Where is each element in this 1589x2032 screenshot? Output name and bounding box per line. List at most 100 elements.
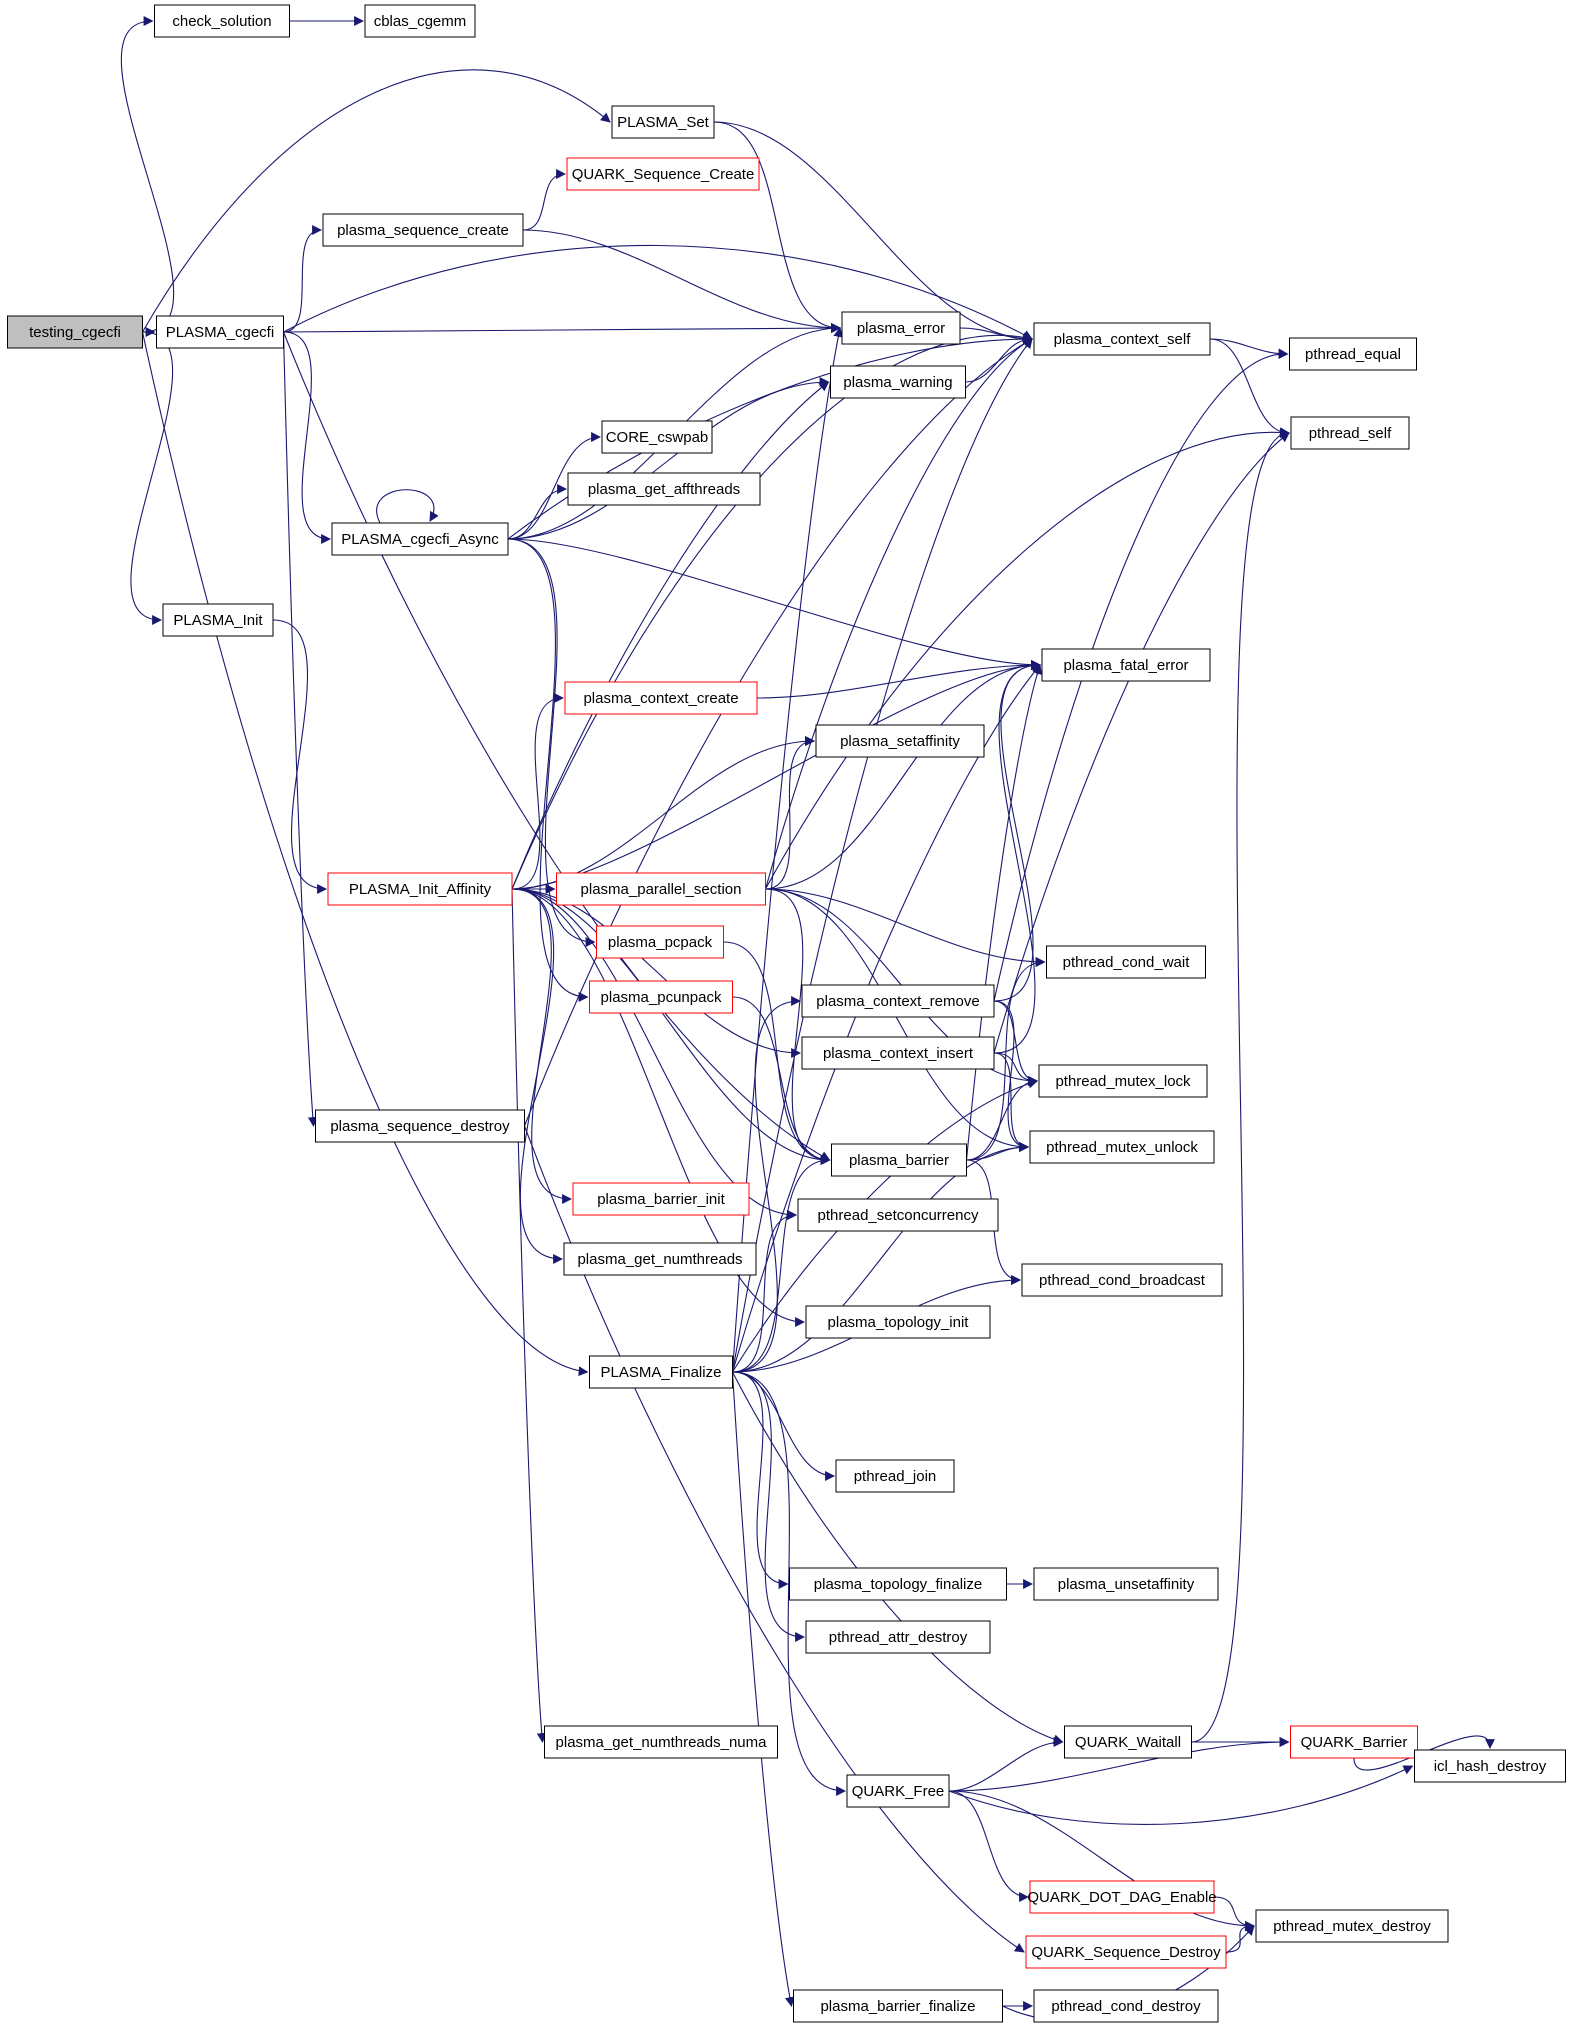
edge-PLASMA_Finalize-to-QUARK_Waitall [732,1371,1064,1745]
node-pthread_self[interactable]: pthread_self [1290,416,1410,450]
node-label: plasma_parallel_section [581,881,742,898]
edge-PLASMA_cgecfi-to-plasma_barrier [282,331,831,1161]
edge-PLASMA_cgecfi_Async-to-CORE_cswpab [507,432,601,540]
node-label: plasma_sequence_destroy [330,1118,510,1135]
node-label: plasma_context_self [1054,331,1192,348]
node-pthread_cond_destroy[interactable]: pthread_cond_destroy [1033,1989,1219,2023]
edge-PLASMA_cgecfi-to-plasma_sequence_destroy [282,331,318,1127]
node-CORE_cswpab[interactable]: CORE_cswpab [601,420,713,454]
node-QUARK_DOT_DAG_Enable[interactable]: QUARK_DOT_DAG_Enable [1027,1880,1217,1914]
edge-plasma_sequence_destroy-to-QUARK_Sequence_Destroy [523,1125,1025,1953]
node-QUARK_Barrier[interactable]: QUARK_Barrier [1290,1725,1418,1759]
edge-testing_cgecfi-to-PLASMA_Set [142,69,611,333]
node-label: plasma_error [857,320,945,337]
edge-PLASMA_Finalize-to-pthread_attr_destroy [732,1371,805,1642]
node-plasma_get_numthreads[interactable]: plasma_get_numthreads [563,1242,757,1276]
node-icl_hash_destroy[interactable]: icl_hash_destroy [1414,1749,1566,1783]
node-box [364,4,476,38]
node-label: plasma_setaffinity [840,733,960,750]
node-box [835,1459,955,1493]
node-plasma_context_insert[interactable]: plasma_context_insert [801,1036,995,1070]
node-box [154,4,290,38]
node-plasma_topology_init[interactable]: plasma_topology_init [805,1305,991,1339]
node-box [1289,337,1417,371]
edge-PLASMA_Init_Affinity-to-pthread_setconcurrency [511,888,797,1220]
edge-QUARK_Free-to-pthread_mutex_destroy [948,1790,1255,1931]
node-box [556,872,766,906]
node-box [846,1774,950,1808]
node-pthread_equal[interactable]: pthread_equal [1289,337,1417,371]
node-QUARK_Waitall[interactable]: QUARK_Waitall [1064,1725,1192,1759]
node-plasma_barrier[interactable]: plasma_barrier [831,1143,967,1177]
node-plasma_context_self[interactable]: plasma_context_self [1033,322,1211,356]
node-PLASMA_cgecfi[interactable]: PLASMA_cgecfi [156,315,284,349]
node-box [315,1109,525,1143]
node-pthread_cond_wait[interactable]: pthread_cond_wait [1046,945,1206,979]
node-plasma_barrier_finalize[interactable]: plasma_barrier_finalize [793,1989,1003,2023]
node-plasma_topology_finalize[interactable]: plasma_topology_finalize [789,1567,1007,1601]
node-box [567,472,761,506]
node-box [327,872,513,906]
node-pthread_cond_broadcast[interactable]: pthread_cond_broadcast [1021,1263,1223,1297]
node-plasma_warning[interactable]: plasma_warning [830,365,966,399]
node-box [564,681,758,715]
node-QUARK_Free[interactable]: QUARK_Free [846,1774,950,1808]
node-pthread_attr_destroy[interactable]: pthread_attr_destroy [805,1620,991,1654]
node-PLASMA_Finalize[interactable]: PLASMA_Finalize [589,1355,733,1389]
edge-PLASMA_Finalize-to-pthread_mutex_unlock [732,1142,1029,1373]
node-PLASMA_Init[interactable]: PLASMA_Init [162,603,274,637]
edge-plasma_parallel_section-to-pthread_mutex_unlock [765,888,1029,1152]
edge-PLASMA_cgecfi_Async-to-plasma_fatal_error [507,538,1041,670]
node-plasma_setaffinity[interactable]: plasma_setaffinity [815,724,985,758]
edge-PLASMA_Init_Affinity-to-plasma_context_create [511,693,564,890]
node-label: CORE_cswpab [606,429,709,446]
edge-QUARK_Free-to-QUARK_DOT_DAG_Enable [948,1790,1029,1902]
node-plasma_fatal_error[interactable]: plasma_fatal_error [1041,648,1211,682]
node-PLASMA_Init_Affinity[interactable]: PLASMA_Init_Affinity [327,872,513,906]
node-pthread_mutex_lock[interactable]: pthread_mutex_lock [1038,1064,1208,1098]
node-label: plasma_barrier_init [597,1191,725,1208]
node-testing_cgecfi[interactable]: testing_cgecfi [7,315,143,349]
node-plasma_unsetaffinity[interactable]: plasma_unsetaffinity [1033,1567,1219,1601]
node-PLASMA_cgecfi_Async[interactable]: PLASMA_cgecfi_Async [331,522,509,556]
edge-PLASMA_Set-to-plasma_error [713,121,841,333]
node-plasma_context_create[interactable]: plasma_context_create [564,681,758,715]
node-label: plasma_context_create [583,690,738,707]
node-plasma_sequence_destroy[interactable]: plasma_sequence_destroy [315,1109,525,1143]
node-pthread_join[interactable]: pthread_join [835,1459,955,1493]
node-plasma_get_affthreads[interactable]: plasma_get_affthreads [567,472,761,506]
node-PLASMA_Set[interactable]: PLASMA_Set [611,105,715,139]
node-plasma_pcpack[interactable]: plasma_pcpack [596,925,724,959]
node-plasma_get_numthreads_numa[interactable]: plasma_get_numthreads_numa [544,1725,778,1759]
node-pthread_setconcurrency[interactable]: pthread_setconcurrency [797,1198,999,1232]
edge-plasma_context_remove-to-pthread_mutex_lock [993,1000,1038,1086]
node-box [1033,322,1211,356]
edge-PLASMA_Init_Affinity-to-plasma_warning [511,381,830,890]
node-plasma_parallel_section[interactable]: plasma_parallel_section [556,872,766,906]
node-plasma_pcunpack[interactable]: plasma_pcunpack [589,980,733,1014]
edge-plasma_context_remove-to-plasma_fatal_error [993,660,1041,1002]
node-cblas_cgemm[interactable]: cblas_cgemm [364,4,476,38]
node-QUARK_Sequence_Destroy[interactable]: QUARK_Sequence_Destroy [1025,1935,1227,1969]
node-plasma_error[interactable]: plasma_error [841,311,961,345]
edge-PLASMA_Finalize-to-plasma_context_self [731,338,1033,1373]
node-QUARK_Sequence_Create[interactable]: QUARK_Sequence_Create [566,157,760,191]
node-plasma_context_remove[interactable]: plasma_context_remove [801,984,995,1018]
node-pthread_mutex_destroy[interactable]: pthread_mutex_destroy [1255,1909,1449,1943]
edge-testing_cgecfi-to-PLASMA_Finalize [141,331,589,1377]
node-box [611,105,715,139]
node-label: pthread_mutex_lock [1055,1073,1191,1090]
node-plasma_barrier_init[interactable]: plasma_barrier_init [572,1182,750,1216]
edge-PLASMA_Init_Affinity-to-plasma_topology_init [511,888,805,1327]
node-box [589,980,733,1014]
node-box [805,1305,991,1339]
node-label: PLASMA_Init_Affinity [349,881,492,898]
node-box [1029,1130,1215,1164]
edge-PLASMA_Finalize-to-pthread_join [732,1371,835,1481]
edge-PLASMA_Finalize-to-plasma_barrier_finalize [731,1371,795,2007]
node-check_solution[interactable]: check_solution [154,4,290,38]
node-pthread_mutex_unlock[interactable]: pthread_mutex_unlock [1029,1130,1215,1164]
node-plasma_sequence_create[interactable]: plasma_sequence_create [322,213,524,247]
node-label: plasma_barrier_finalize [820,1998,975,2015]
node-label: PLASMA_Set [617,114,710,131]
